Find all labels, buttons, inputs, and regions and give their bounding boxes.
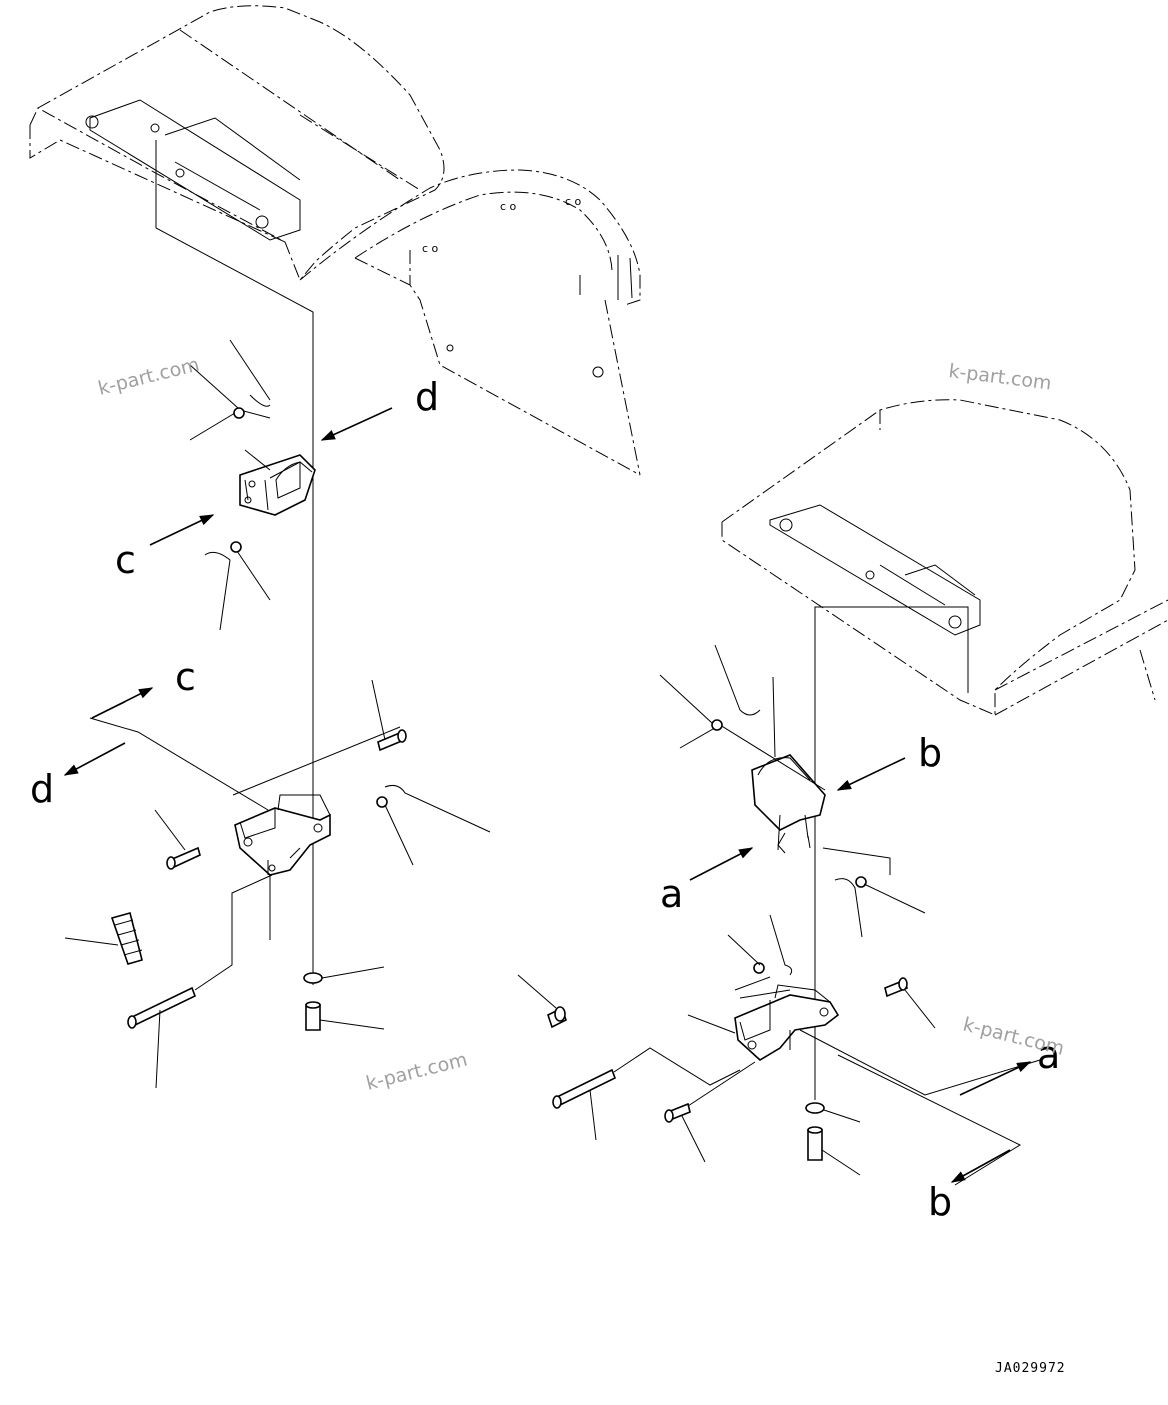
arrow-a-right (689, 847, 754, 881)
arrow-b-right (836, 757, 906, 791)
left-hinge-assembly (64, 140, 491, 1089)
drawing-code: JA029972 (995, 1361, 1066, 1376)
watermark: k-part.com (947, 360, 1052, 394)
watermark: k-part.com (96, 353, 202, 399)
arrow-d-mid (63, 742, 126, 776)
callout-d-mid: d (30, 767, 54, 811)
left-fender: c o c o c o (29, 5, 641, 476)
arrow-b-bottom (950, 1149, 1011, 1183)
watermark: k-part.com (364, 1048, 470, 1094)
view-arrows (63, 407, 1032, 1183)
watermarks: k-part.com k-part.com k-part.com k-part.… (96, 353, 1067, 1094)
right-fender (721, 399, 1168, 716)
watermark: k-part.com (961, 1014, 1067, 1060)
callout-a-right: a (660, 872, 683, 916)
svg-text:c o: c o (565, 195, 582, 208)
callout-c-mid: c (175, 655, 196, 699)
callout-letters: d c c d b a a b (30, 375, 1060, 1224)
svg-text:c o: c o (500, 200, 517, 213)
callout-b-bottom: b (928, 1180, 952, 1224)
arrow-a-bottom (959, 1061, 1032, 1096)
callout-d-top: d (415, 375, 439, 419)
arrow-d-top (320, 407, 393, 441)
callout-b-right: b (918, 731, 942, 775)
arrow-c-mid (91, 687, 154, 719)
svg-text:c o: c o (422, 242, 439, 255)
arrow-c-left (149, 514, 215, 546)
callout-c-left: c (115, 538, 136, 582)
callout-a-bottom: a (1037, 1033, 1060, 1077)
right-hinge-assembly (517, 606, 1041, 1186)
